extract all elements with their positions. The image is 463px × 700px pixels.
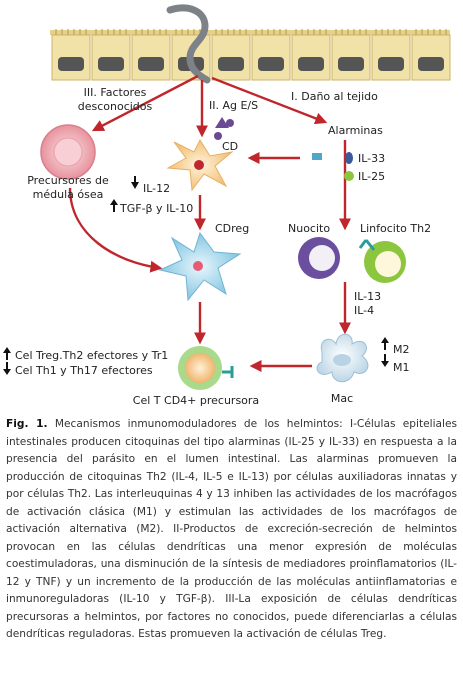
epithelial-nucleus [218,57,244,71]
epithelial-nucleus [58,57,84,71]
figure-caption: Fig. 1. Mecanismos inmunomoduladores de … [6,416,457,644]
precursor-cell [40,124,96,180]
arrow-precursores-to-cdreg [68,187,163,273]
label-linfocito: Linfocito Th2 [360,222,431,235]
arrow-to-precursores [91,74,199,132]
arrows [68,74,351,372]
epithelial-nucleus [258,57,284,71]
label-nuocito: Nuocito [288,222,330,235]
t-cell-precursor [178,346,234,390]
label-tgf: TGF-β y IL-10 [119,202,193,215]
label-il4: IL-4 [354,304,374,317]
microvilli [55,29,87,35]
nuocito-cell [298,237,340,279]
label-il33: IL-33 [358,152,385,165]
microvilli [295,29,327,35]
label-dano: I. Daño al tejido [291,90,378,103]
label-m2: M2 [393,343,410,356]
microvilli [95,29,127,35]
macrophage-cell [316,333,369,383]
label-il12: IL-12 [143,182,170,195]
label-il25: IL-25 [358,170,385,183]
epithelial-nucleus [98,57,124,71]
updown-arrows [3,176,389,375]
epithelial-nucleus [418,57,444,71]
label-cel-up: Cel Treg.Th2 efectores y Tr1 [15,349,168,362]
label-factores-2: desconocidos [78,100,153,113]
cdreg-cell [158,231,242,302]
helminth-worm [166,4,211,84]
microvilli [375,29,407,35]
label-precursores-2: médula ósea [33,188,104,201]
microvilli [255,29,287,35]
label-alarminas: Alarminas [328,124,383,137]
arrow-to-alarminas [211,76,328,125]
epithelial-nucleus [378,57,404,71]
microvilli [335,29,367,35]
epithelial-nucleus [138,57,164,71]
label-ag-es: II. Ag E/S [209,99,258,112]
caption-text: Mecanismos inmunomoduladores de los helm… [6,418,458,640]
dendritic-cell [166,138,234,192]
ag-es-particles [214,117,234,140]
epithelial-nucleus [298,57,324,71]
intestinal-epithelium [50,4,451,84]
linfocito-th2-cell [358,239,406,283]
microvilli [415,29,447,35]
caption-label: Fig. 1. [6,418,48,430]
label-cel-t: Cel T CD4+ precursora [133,394,259,407]
epithelial-cells [51,29,451,81]
label-il13: IL-13 [354,290,381,303]
microvilli [175,29,207,35]
alarmin-markers [312,152,354,181]
microvilli [215,29,247,35]
label-mac: Mac [331,392,353,405]
microvilli [135,29,167,35]
label-m1: M1 [393,361,410,374]
epithelial-cell [131,34,171,81]
label-cd-small: CD [222,140,238,153]
label-precursores-1: Precursores de [27,174,109,187]
immunomodulation-diagram: III. Factores desconocidos II. Ag E/S CD… [3,4,451,407]
label-cdreg: CDreg [215,222,249,235]
label-factores-1: III. Factores [84,86,147,99]
label-cel-down: Cel Th1 y Th17 efectores [15,364,153,377]
epithelial-nucleus [338,57,364,71]
